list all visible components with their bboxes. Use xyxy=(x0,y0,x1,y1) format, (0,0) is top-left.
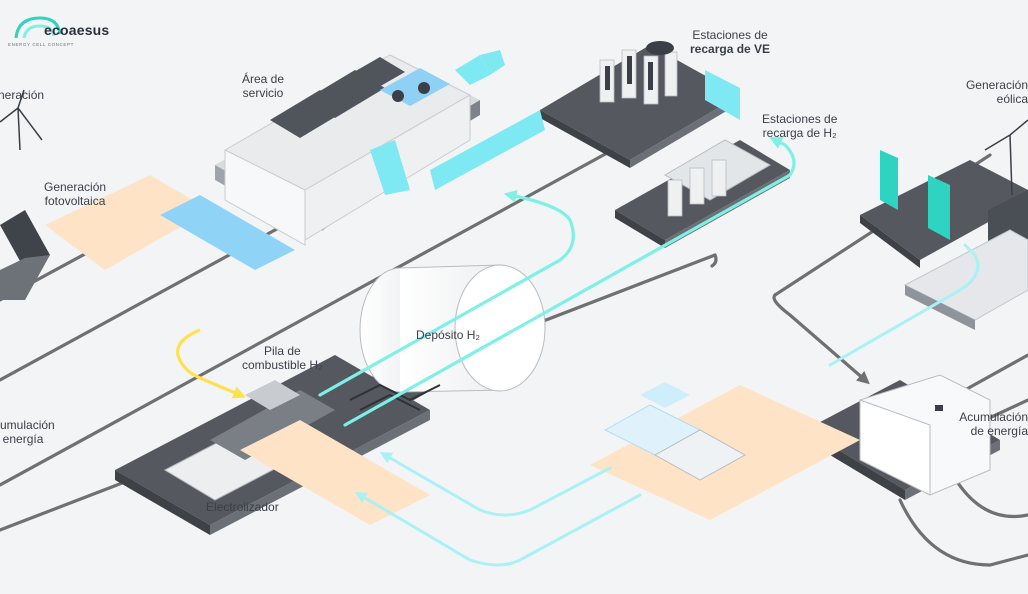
label-line: de energía xyxy=(0,432,44,446)
label-line: fotovoltaica xyxy=(44,194,106,208)
h2-flow-line xyxy=(318,189,575,397)
label-deposito: Depósito H₂ xyxy=(416,328,481,342)
label-estaciones-ve: Estaciones de recarga de VE xyxy=(690,28,770,56)
label-line: Generación xyxy=(44,180,107,194)
water-flow-line xyxy=(828,243,980,367)
water-flow-line xyxy=(354,491,642,567)
hydrogen-flow-lines xyxy=(318,137,796,427)
label-line: eólica xyxy=(996,92,1028,106)
brand-logo xyxy=(14,16,62,39)
flow-line xyxy=(710,253,718,268)
water-flow-lines xyxy=(354,243,980,567)
orange-zone-lower xyxy=(240,420,430,525)
label-acumulacion-right: Acumulación de energía xyxy=(959,410,1028,438)
label-pila-combustible: Pila de combustible H₂ xyxy=(242,344,323,372)
flow-line xyxy=(0,133,642,487)
logo: ecoaesus ENERGY CELL CONCEPT xyxy=(6,16,116,52)
ev-stations xyxy=(540,41,740,168)
logo-name: ecoaesus xyxy=(44,22,110,38)
label-line: Estaciones de xyxy=(692,28,768,42)
label-line: Generación xyxy=(965,78,1028,92)
water-flow-line xyxy=(379,451,612,517)
flow-line xyxy=(0,198,332,382)
fuel-cell-flow-line xyxy=(176,328,246,399)
label-line: Acumulación xyxy=(0,418,55,432)
wind-turbine-left-icon xyxy=(0,89,43,151)
label-line: combustible H₂ xyxy=(242,358,323,372)
label-estaciones-h2: Estaciones de recarga de H₂ xyxy=(762,112,837,140)
water-units xyxy=(603,382,747,481)
label-electrolizador: Electrolizador xyxy=(206,500,279,514)
wind-turbine-right-icon xyxy=(984,119,1028,196)
label-line: Área de xyxy=(242,72,285,86)
label-generacion-eolica-right: Generación eólica xyxy=(966,78,1028,106)
label-line: Estaciones de xyxy=(762,112,838,126)
label-line: Acumulación xyxy=(959,410,1028,424)
label-line: Pila de xyxy=(264,344,301,358)
flow-line xyxy=(898,498,1028,567)
label-generacion-fotovoltaica: Generación fotovoltaica xyxy=(44,180,106,208)
storage-right-platform xyxy=(903,229,1028,330)
solar-zone xyxy=(45,175,210,270)
label-acumulacion-left: Acumulación de energía xyxy=(0,418,55,446)
flow-line xyxy=(983,398,1028,422)
label-line: Generación xyxy=(0,88,45,102)
h2-tank-icon xyxy=(330,264,546,425)
label-line: servicio xyxy=(242,86,284,100)
solar-panel-left xyxy=(0,210,50,300)
label-line: de energía xyxy=(970,424,1028,438)
flow-line xyxy=(963,353,1028,392)
label-generacion-eolica-left: Generación xyxy=(0,88,44,102)
solar-zone-blue xyxy=(160,195,295,270)
flow-line xyxy=(772,293,870,385)
cyan-upload-arrows xyxy=(370,50,545,195)
h2-flow-line xyxy=(343,137,796,427)
label-area-servicio: Área de servicio xyxy=(242,72,284,100)
label-line: recarga de H₂ xyxy=(762,126,837,140)
logo-tagline: ENERGY CELL CONCEPT xyxy=(8,42,74,47)
label-line: recarga de VE xyxy=(690,42,771,56)
